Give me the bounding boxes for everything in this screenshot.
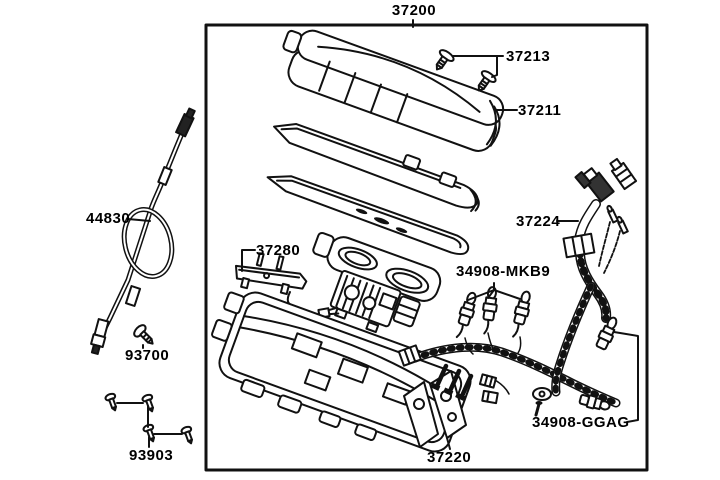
part-label-assembly: 37200 — [391, 2, 437, 19]
part-label-sensor: 37280 — [256, 242, 301, 259]
part-label-upper-cover: 37211 — [518, 102, 562, 119]
lower-case-drawing — [211, 291, 472, 453]
leader-mkb9 — [467, 282, 521, 301]
leader-93903 — [116, 402, 183, 448]
diagram-border — [204, 23, 649, 472]
speedometer-cable-drawing — [90, 107, 196, 355]
leader-37280 — [241, 249, 256, 272]
main-harness-drawing — [551, 157, 638, 397]
screws-37213-drawing — [435, 49, 504, 92]
part-label-lower-case: 37220 — [427, 449, 472, 466]
gauge-mechanism-drawing — [312, 231, 442, 334]
part-label-bulb-mkb9: 34908-MKB9 — [456, 263, 551, 280]
part-label-screws-case: 93903 — [129, 447, 174, 464]
leader-37213 — [452, 55, 504, 78]
screws-93903-drawing — [104, 392, 193, 448]
screw-93700-drawing — [133, 324, 154, 345]
part-label-cable: 44830 — [86, 210, 131, 227]
leader-44830 — [127, 218, 151, 222]
sub-harness-drawing — [397, 332, 621, 417]
part-label-wire-harness: 37224 — [516, 213, 561, 230]
part-label-screws-top: 37213 — [506, 48, 551, 65]
part-label-bulb-ggag: 34908-GGAG — [532, 414, 630, 431]
leader-37220 — [446, 437, 451, 450]
lens-frame-drawing — [273, 123, 480, 213]
leader-ggag — [613, 331, 639, 423]
part-label-screw-single: 93700 — [125, 347, 170, 364]
bulb-sockets-mkb9-drawing — [455, 282, 531, 339]
dial-plate-drawing — [266, 175, 470, 256]
bulb-sockets-ggag-drawing — [578, 316, 639, 423]
upper-cover-drawing — [282, 29, 505, 152]
